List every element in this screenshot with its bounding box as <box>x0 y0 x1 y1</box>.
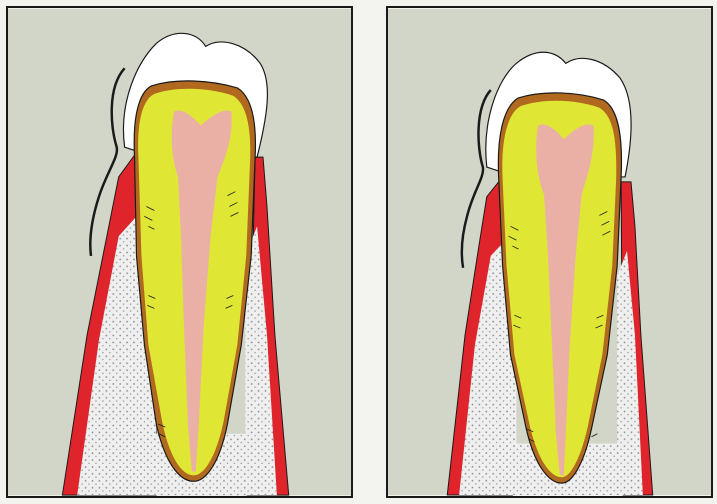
right-tooth-diagram <box>388 8 711 496</box>
left-tooth-diagram <box>8 8 351 496</box>
right-panel <box>386 6 713 498</box>
left-panel <box>6 6 353 498</box>
